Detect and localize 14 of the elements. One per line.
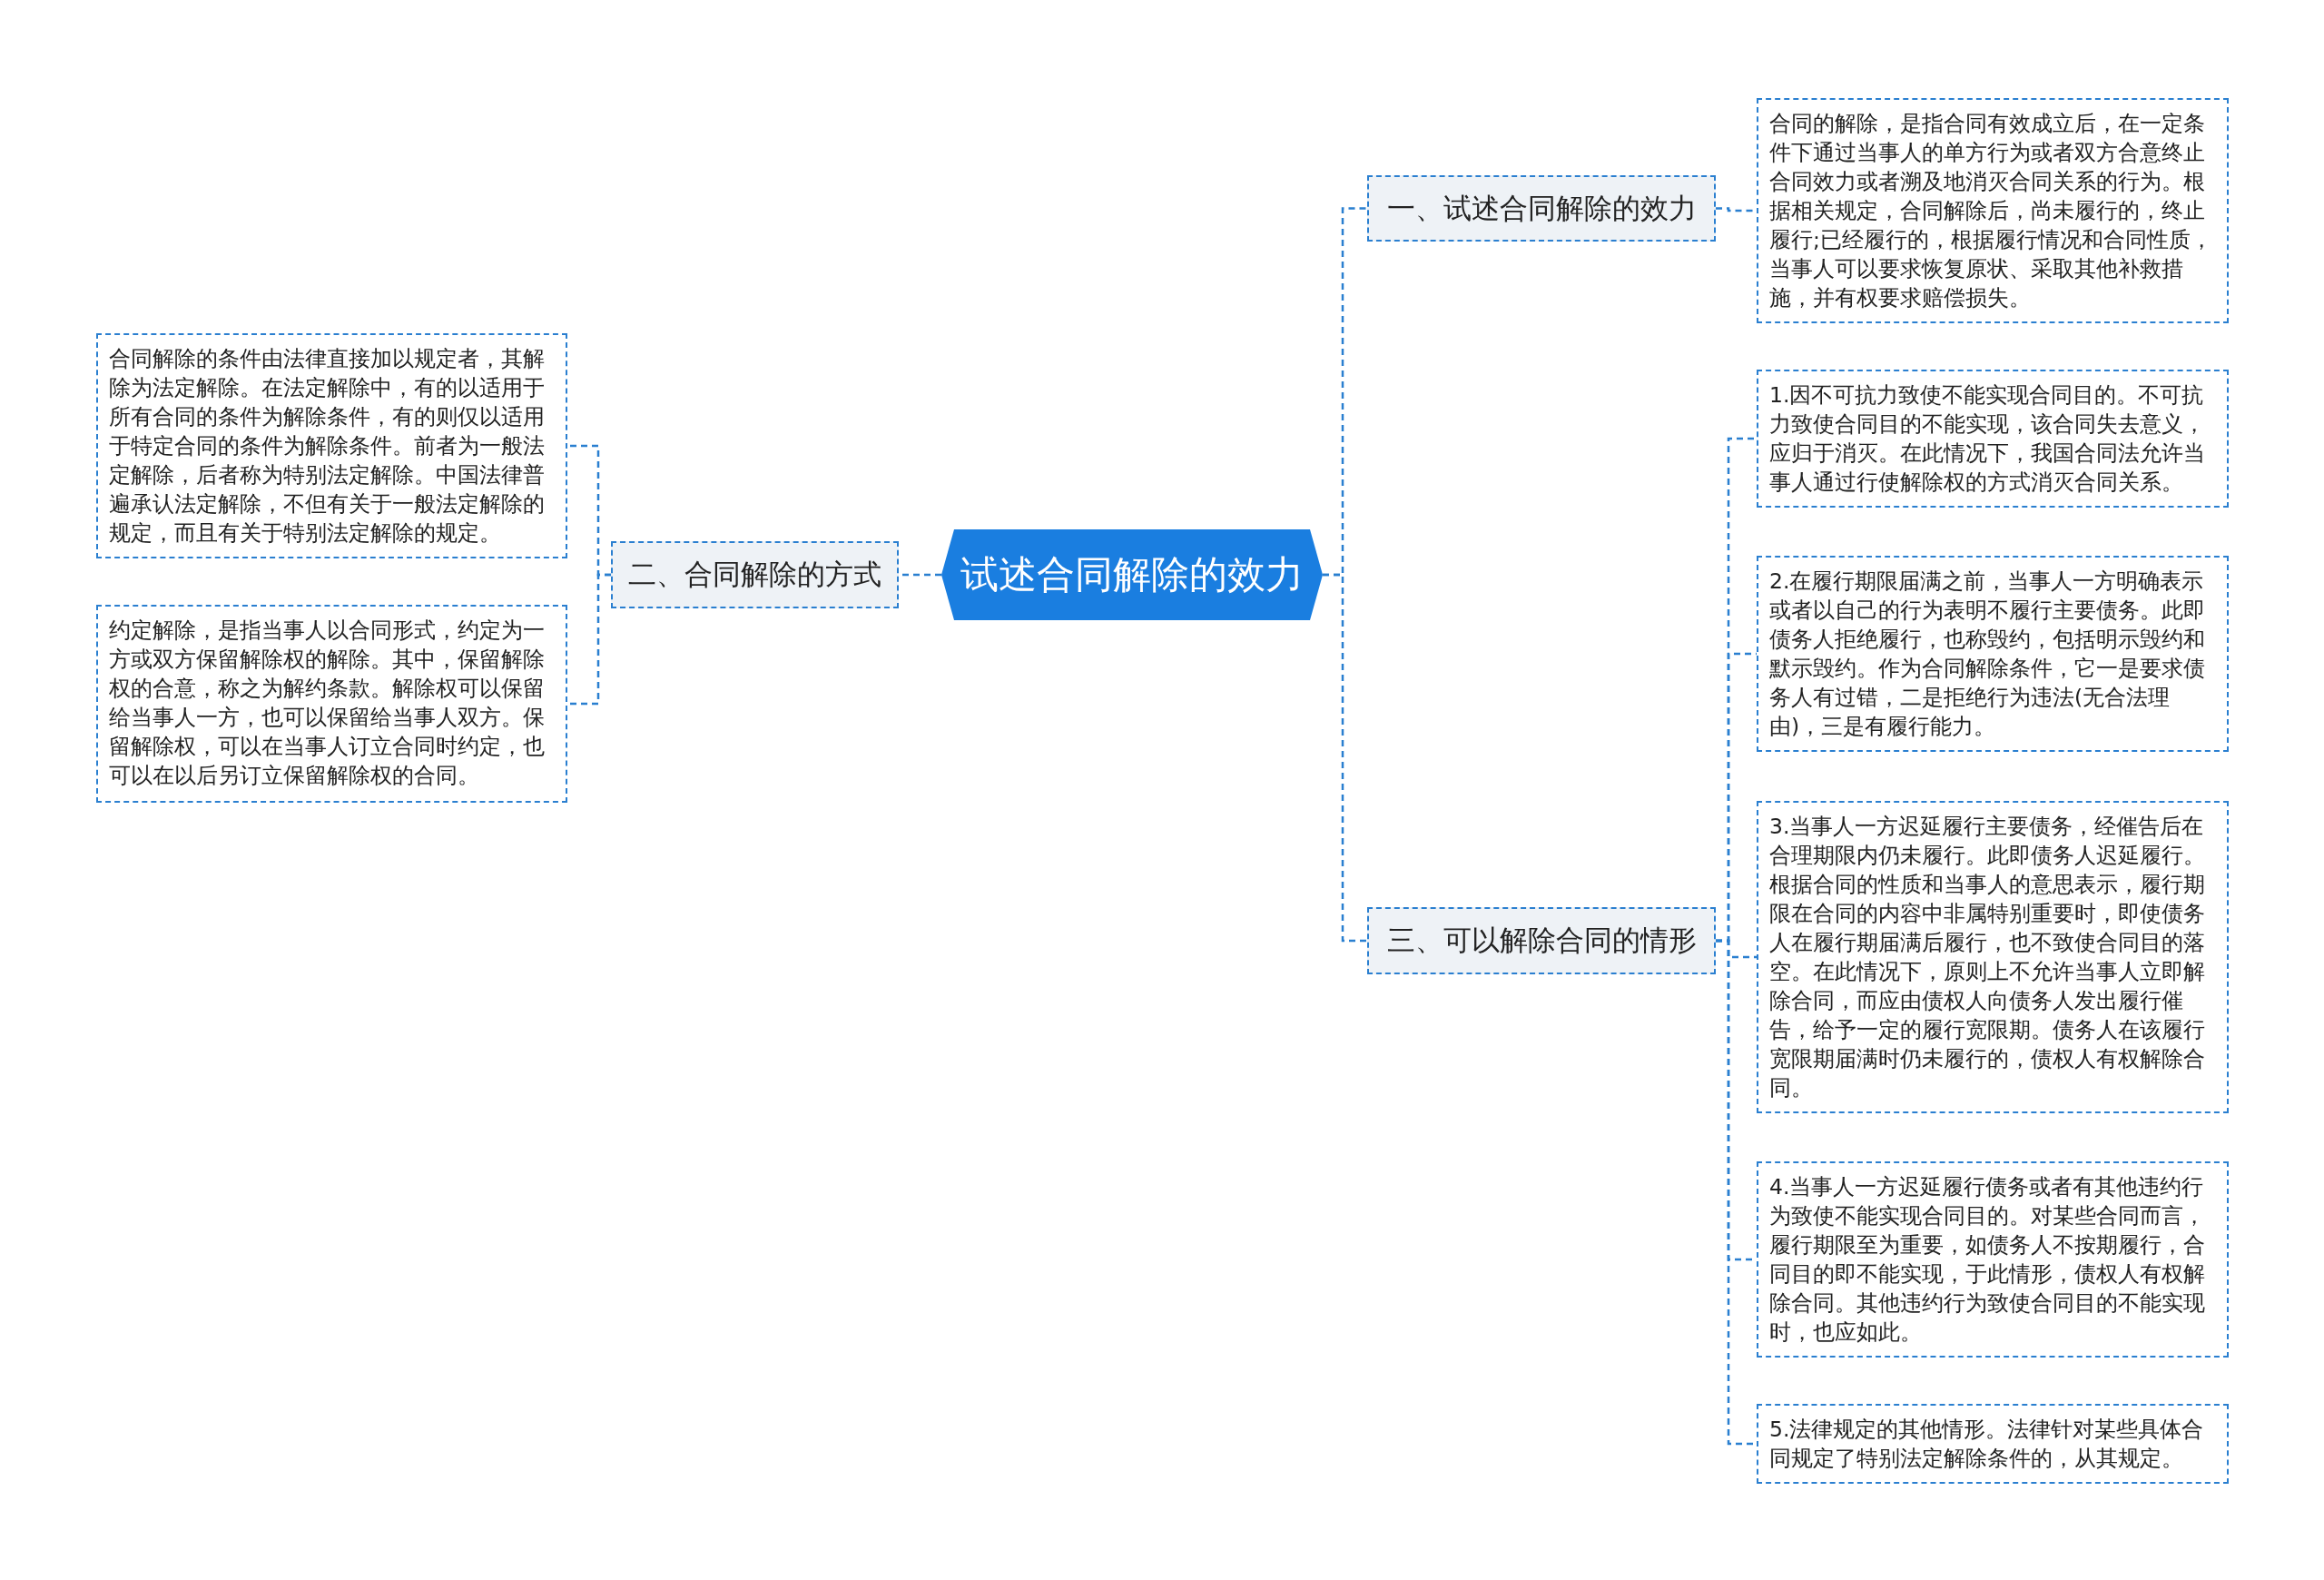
text-box: 2.在履行期限届满之前，当事人一方明确表示或者以自己的行为表明不履行主要债务。此即债务人拒绝履行，也称毁约，包括明示毁约和默示毁约。作为合同解除条件，它一是要求债务人有过错，二是拒绝行为违法(无合法理由)，三是有履行能力。: [1757, 556, 2229, 752]
text-box: 1.因不可抗力致使不能实现合同目的。不可抗力致使合同目的不能实现，该合同失去意义，应归于消灭。在此情况下，我国合同法允许当事人通过行使解除权的方式消灭合同关系。: [1757, 370, 2229, 508]
text-box: 合同的解除，是指合同有效成立后，在一定条件下通过当事人的单方行为或者双方合意终止合同效力或者溯及地消灭合同关系的行为。根据相关规定，合同解除后，尚未履行的，终止履行;已经履行的，根据履行情况和合同性质，当事人可以要求恢复原状、采取其他补救措施，并有权要求赔偿损失。: [1757, 98, 2229, 323]
connector-line: [1323, 573, 1367, 943]
text-box: 5.法律规定的其他情形。法律针对某些具体合同规定了特别法定解除条件的，从其规定。: [1757, 1404, 2229, 1484]
topic-box: 三、可以解除合同的情形: [1367, 907, 1716, 974]
central-topic-hexagon: 试述合同解除的效力: [941, 529, 1323, 620]
topic-box: 一、试述合同解除的效力: [1367, 175, 1716, 242]
text-box: 合同解除的条件由法律直接加以规定者，其解除为法定解除。在法定解除中，有的以适用于所有合同的条件为解除条件，有的则仅以适用于特定合同的条件为解除条件。前者为一般法定解除，后者称为特别法定解除。中国法律普遍承认法定解除，不但有关于一般法定解除的规定，而且有关于特别法定解除的规定。: [96, 333, 567, 558]
text-box: 约定解除，是指当事人以合同形式，约定为一方或双方保留解除权的解除。其中，保留解除权的合意，称之为解约条款。解除权可以保留给当事人一方，也可以保留给当事人双方。保留解除权，可以在当事人订立合同时约定，也可以在以后另订立保留解除权的合同。: [96, 605, 567, 803]
topic-box: 二、合同解除的方式: [611, 541, 899, 608]
text-box: 4.当事人一方迟延履行债务或者有其他违约行为致使不能实现合同目的。对某些合同而言，履行期限至为重要，如债务人不按期履行，合同目的即不能实现，于此情形，债权人有权解除合同。其他违约行为致使合同目的不能实现时，也应如此。: [1757, 1161, 2229, 1358]
connector-line: [567, 573, 611, 706]
text-box: 3.当事人一方迟延履行主要债务，经催告后在合理期限内仍未履行。此即债务人迟延履行。根据合同的性质和当事人的意思表示，履行期限在合同的内容中非属特别重要时，即使债务人在履行期届满后履行，也不致使合同目的落空。在此情况下，原则上不允许当事人立即解除合同，而应由债权人向债务人发出履行催告，给予一定的履行宽限期。债务人在该履行宽限期届满时仍未履行的，债权人有权解除合同。: [1757, 801, 2229, 1113]
